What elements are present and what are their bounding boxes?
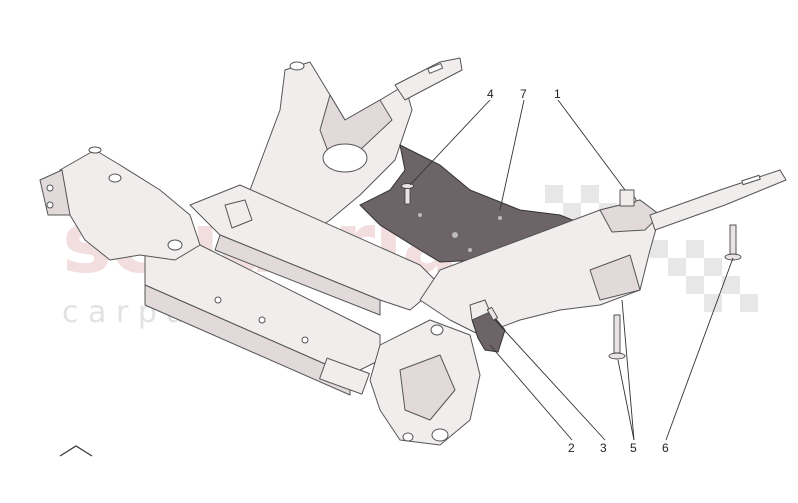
rear-crossmember: [249, 57, 463, 241]
front-right-bracket: [319, 319, 481, 446]
bolt-item-3: [486, 306, 499, 321]
callout-1: 1: [554, 87, 561, 101]
bolt-item-6: [724, 224, 742, 261]
front-left-tower: [39, 146, 201, 261]
chevron-up-icon[interactable]: [59, 445, 93, 457]
bolt-item-5: [608, 314, 626, 360]
leader-lines: [409, 99, 734, 441]
callout-4: 4: [487, 87, 494, 101]
callout-3: 3: [600, 441, 607, 455]
callout-2: 2: [568, 441, 575, 455]
callout-7: 7: [520, 87, 527, 101]
callout-6: 6: [662, 441, 669, 455]
front-crossbeam: [189, 184, 441, 316]
callout-5: 5: [630, 441, 637, 455]
